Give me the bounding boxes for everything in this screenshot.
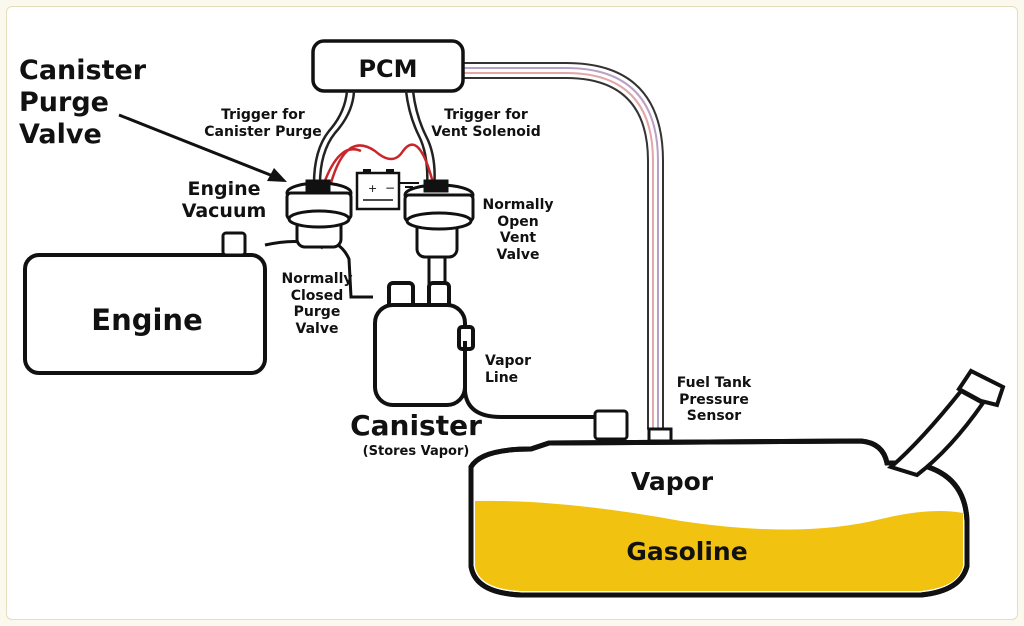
red-wires — [321, 143, 435, 187]
label-line: Canister — [19, 55, 147, 86]
diagram-frame: + − — [6, 6, 1018, 620]
trigger-vent-label: Trigger for Vent Solenoid — [431, 107, 541, 140]
evap-system-drawing: + − — [23, 39, 1006, 598]
vapor-line-tank-fitting — [593, 409, 629, 441]
normally-open-vent-valve-label: Normally Open Vent Valve — [482, 197, 554, 263]
purge-valve-arrow — [118, 113, 287, 182]
trigger-purge-label: Trigger for Canister Purge — [204, 107, 322, 140]
svg-text:+: + — [368, 182, 377, 195]
gasoline-label: Gasoline — [626, 537, 748, 566]
pressure-sensor — [647, 427, 673, 443]
battery-icon: + − — [355, 169, 419, 211]
pcm-to-sensor-harness — [462, 62, 664, 430]
fuel-tank-pressure-sensor-label: Fuel Tank Pressure Sensor — [676, 375, 752, 425]
fuel-tank — [468, 438, 970, 598]
label-line: Purge — [19, 86, 109, 118]
engine-block — [23, 253, 267, 375]
engine-vacuum-port — [221, 231, 247, 257]
engine-label: Engine — [91, 303, 203, 337]
vapor-label: Vapor — [630, 467, 714, 496]
label-line: Valve — [19, 118, 102, 150]
svg-text:−: − — [385, 181, 395, 195]
canister-sub-label: (Stores Vapor) — [362, 444, 470, 460]
engine-vacuum-label: Engine Vacuum — [181, 178, 267, 223]
canister-purge-valve-label: Canister Purge Valve — [19, 55, 146, 151]
pcm-label: PCM — [358, 55, 418, 83]
filler-neck — [886, 368, 1006, 478]
trigger-wires — [312, 90, 436, 190]
purge-valve — [264, 179, 373, 299]
normally-closed-purge-valve-label: Normally Closed Purge Valve — [281, 271, 353, 337]
canister-label: Canister (Stores Vapor) — [341, 409, 491, 459]
vent-valve — [403, 179, 475, 285]
canister-body — [373, 281, 475, 407]
vapor-line-label: Vapor Line — [485, 353, 532, 386]
pcm-box — [311, 39, 465, 93]
vapor-line — [463, 341, 597, 419]
